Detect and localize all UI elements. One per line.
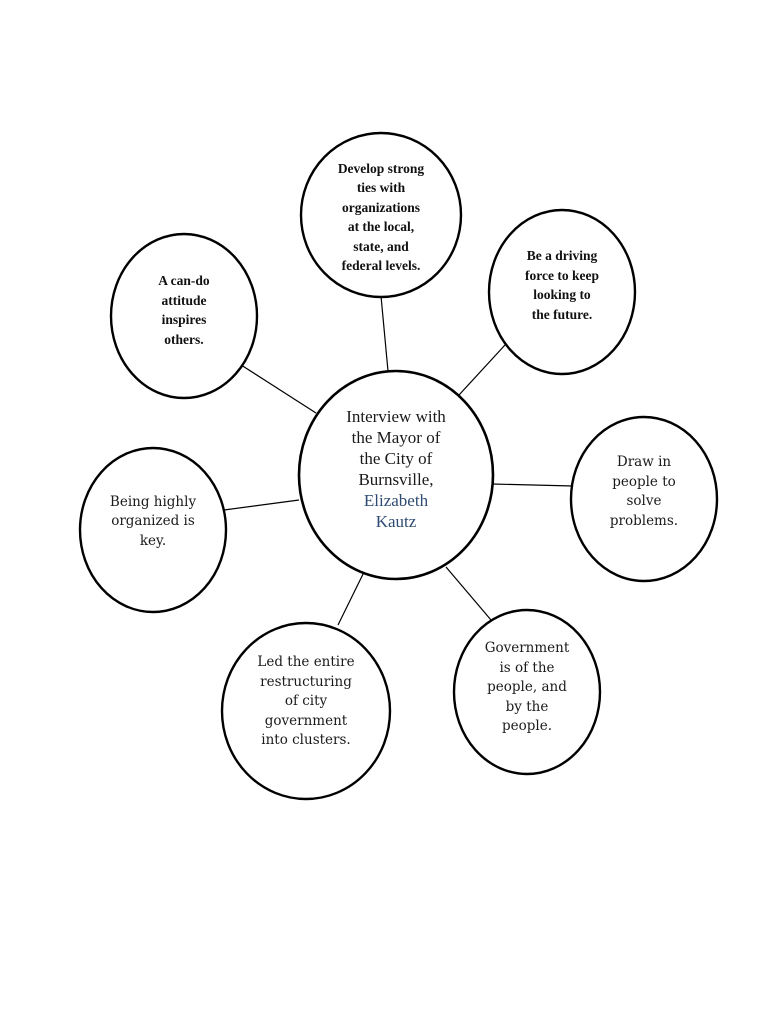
node-top-left-text: A can-do attitude inspires others. <box>158 273 210 347</box>
connector-top <box>380 295 389 372</box>
node-bottom-left-ellipse <box>220 621 392 801</box>
connector-bottom-left <box>337 565 368 626</box>
center-ellipse <box>297 369 495 581</box>
node-bottom-right-text: Government is of the people, and by the … <box>484 640 570 735</box>
center-text: Interview with the Mayor of the City of … <box>316 404 476 534</box>
connector-top-left <box>237 362 317 414</box>
connector-left <box>223 499 300 511</box>
node-top-text: Develop strong ties with organizations a… <box>337 160 425 274</box>
node-top-ellipse <box>299 131 463 299</box>
node-top-left-ellipse <box>109 232 259 400</box>
node-bottom-right-ellipse <box>452 608 602 776</box>
center-person-name: Elizabeth Kautz <box>363 491 429 531</box>
node-bottom-left-text: Led the entire restructuring of city gov… <box>257 654 355 749</box>
node-right-text: Draw in people to solve problems. <box>609 454 679 529</box>
connector-bottom-right <box>445 566 492 621</box>
node-left-text: Being highly organized is key. <box>109 493 197 549</box>
node-right-ellipse <box>569 415 719 583</box>
node-left-ellipse <box>78 446 228 614</box>
connector-right <box>491 483 574 487</box>
node-top-right-text: Be a driving force to keep looking to th… <box>525 248 599 322</box>
center-title: Interview with the Mayor of the City of … <box>346 407 446 489</box>
connector-top-right <box>458 344 506 396</box>
node-top-right-ellipse <box>487 208 637 376</box>
